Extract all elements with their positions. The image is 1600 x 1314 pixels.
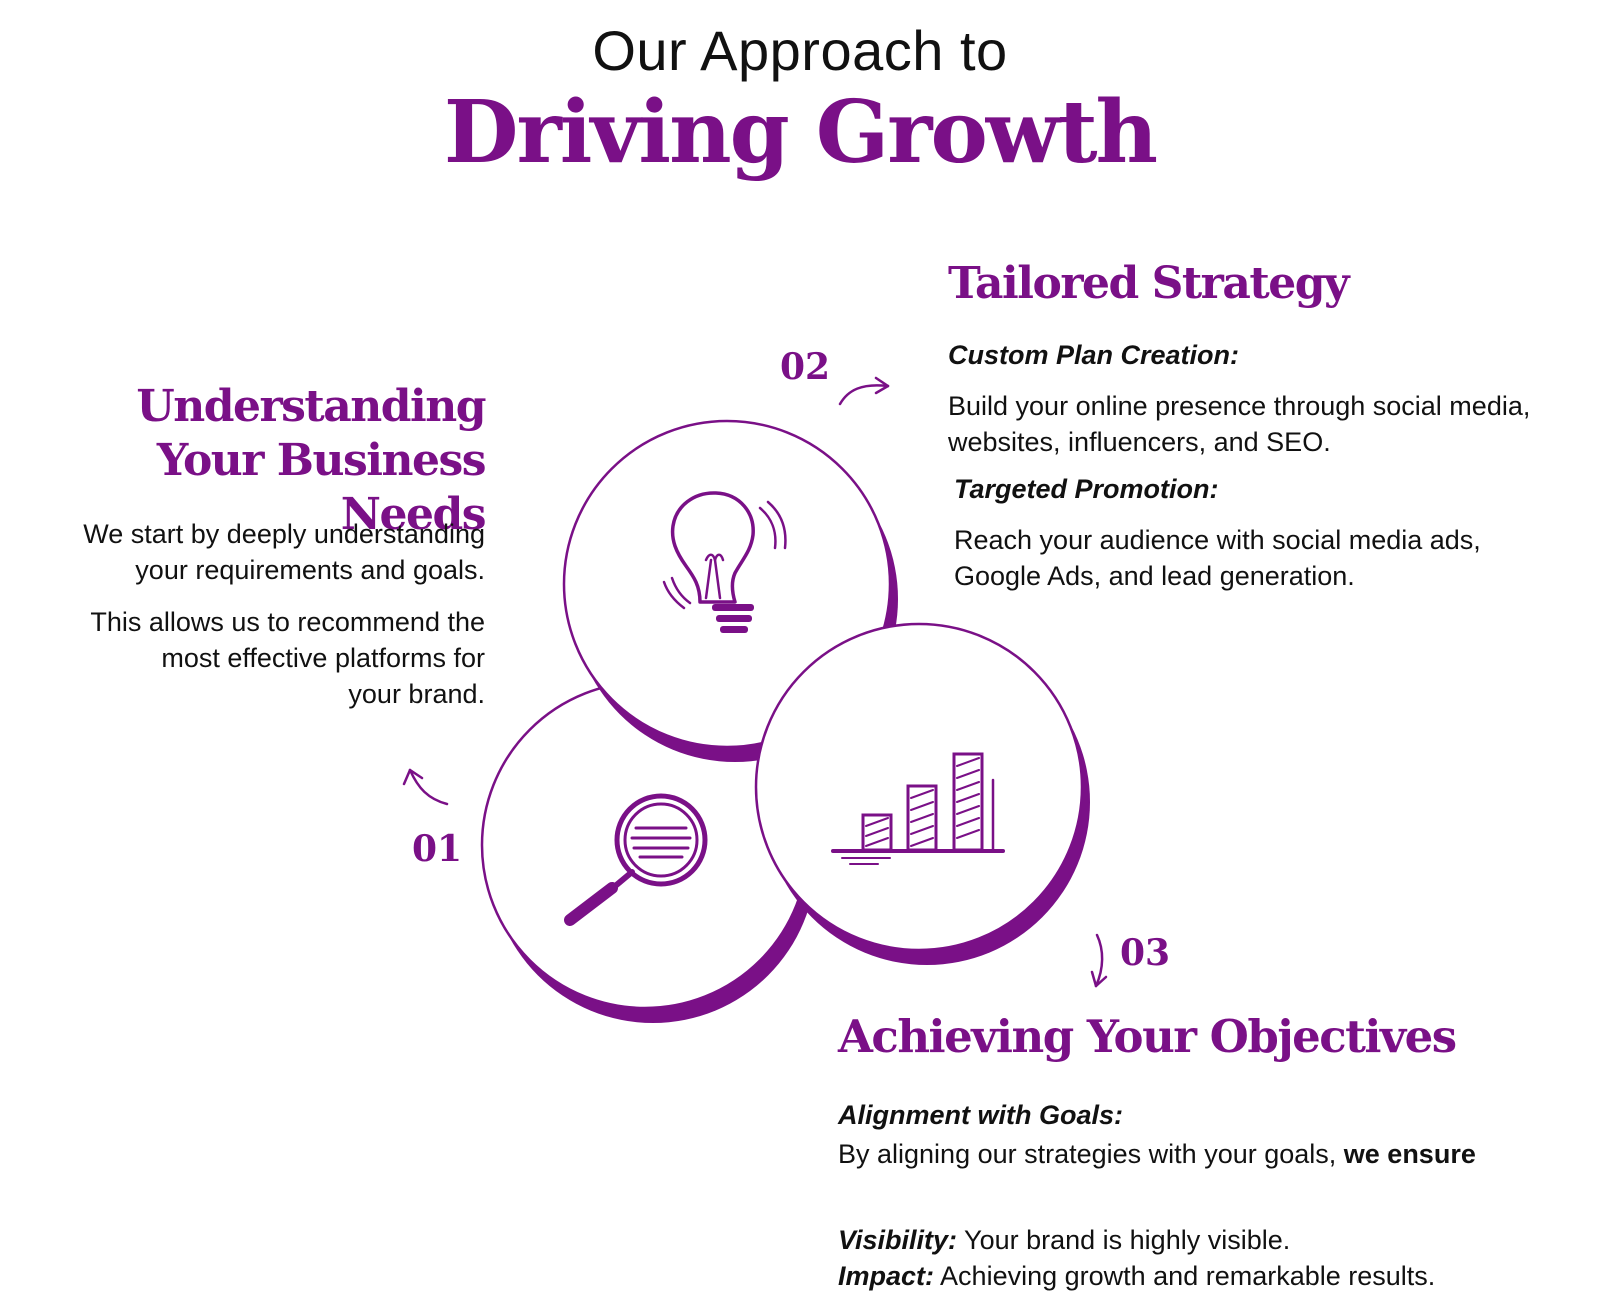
step-03-visibility-text: Your brand is highly visible. (964, 1225, 1291, 1255)
step-02-item-1-label: Custom Plan Creation: (948, 340, 1240, 370)
step-01-paragraph-2-line3: your brand. (348, 679, 485, 709)
arrow-to-step-02-icon (838, 376, 890, 406)
arrow-to-step-03-icon (1090, 933, 1108, 988)
step-03-impact: Impact: Achieving growth and remarkable … (838, 1258, 1578, 1294)
step-03-alignment-text: By aligning our strategies with your goa… (838, 1136, 1578, 1172)
step-01-paragraph-1: We start by deeply understanding your re… (20, 516, 485, 588)
page-title: Driving Growth (443, 82, 1158, 183)
step-02-item-2-line2: Google Ads, and lead generation. (954, 561, 1355, 591)
step-01-paragraph-2-line2: most effective platforms for (161, 643, 485, 673)
step-01-paragraph-2-line1: This allows us to recommend the (90, 607, 485, 637)
step-03-alignment-sentence: By aligning our strategies with your goa… (838, 1139, 1337, 1169)
step-02-item-2-line1: Reach your audience with social media ad… (954, 525, 1481, 555)
step-01-paragraph-1-line1: We start by deeply understanding (83, 519, 485, 549)
step-01-title-line2: Your Business Needs (156, 435, 487, 540)
step-02-title: Tailored Strategy (948, 258, 1350, 309)
step-02-item-1-text: Build your online presence through socia… (948, 388, 1593, 460)
step-01-paragraph-2: This allows us to recommend the most eff… (20, 604, 485, 712)
step-02-number: 02 (780, 346, 831, 388)
step-03-visibility-label: Visibility: (838, 1225, 958, 1255)
step-03-alignment-label: Alignment with Goals: (838, 1100, 1124, 1130)
step-02-item-2-text: Reach your audience with social media ad… (954, 522, 1594, 594)
arrow-to-step-01-icon (402, 768, 449, 806)
step-01-paragraph-1-line2: your requirements and goals. (135, 555, 485, 585)
step-03-number: 03 (1120, 932, 1171, 974)
step-01-number: 01 (412, 828, 463, 870)
step-03-impact-text: Achieving growth and remarkable results. (940, 1261, 1436, 1291)
magnifying-glass-icon (564, 793, 708, 926)
bar-chart-icon (831, 752, 1005, 865)
page-intro: Our Approach to (592, 19, 1008, 82)
lightbulb-icon (662, 491, 787, 633)
step-01-circle (480, 680, 816, 1023)
step-02-item-1-line2: websites, influencers, and SEO. (948, 427, 1331, 457)
step-02-item-1-line1: Build your online presence through socia… (948, 391, 1531, 421)
step-02-item-2-label: Targeted Promotion: (954, 474, 1219, 504)
step-01-title: Understanding Your Business Needs (20, 380, 487, 542)
step-03-impact-label: Impact: (838, 1261, 935, 1291)
step-03-title: Achieving Your Objectives (838, 1010, 1457, 1063)
step-03-alignment-emphasis: we ensure (1343, 1139, 1476, 1169)
step-03-visibility: Visibility: Your brand is highly visible… (838, 1222, 1578, 1258)
step-01-title-line1: Understanding (136, 381, 486, 432)
